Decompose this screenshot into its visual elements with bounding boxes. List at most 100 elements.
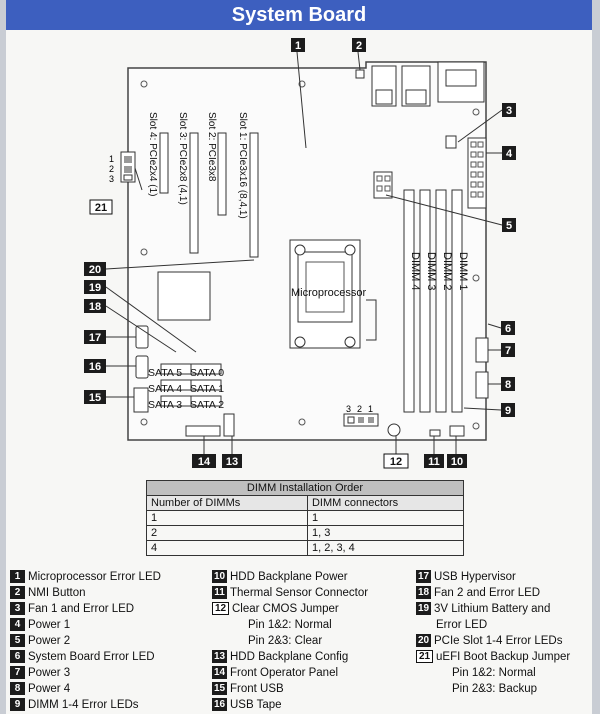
sata-5-label: SATA 5: [148, 367, 182, 379]
callout-1: 1: [291, 38, 305, 52]
callout-17: 17: [84, 330, 106, 344]
power-3-connector: [475, 337, 489, 363]
callout-4: 4: [502, 146, 516, 160]
table-cell: 2: [146, 525, 308, 541]
callout-7: 7: [501, 343, 515, 357]
slot-1-label: Slot 1: PCIe3x16 (8,4,1): [237, 112, 248, 219]
svg-text:11: 11: [428, 456, 440, 468]
page-title: System Board: [6, 0, 592, 30]
table-cell: 1: [146, 510, 308, 526]
svg-text:18: 18: [89, 301, 101, 313]
system-board-diagram: Slot 4: PCIe2x4 (1) Slot 3: PCIe2x8 (4,1…: [84, 38, 516, 469]
fan-1-connector: [445, 135, 457, 149]
slot-3-label: Slot 3: PCIe2x8 (4,1): [177, 112, 188, 205]
sata-1-label: SATA 1: [190, 383, 224, 395]
callout-20: 20: [84, 262, 106, 276]
leader-lines: [105, 51, 503, 454]
callout-18: 18: [84, 299, 106, 313]
jumper12-pin1: 1: [368, 404, 373, 414]
svg-text:7: 7: [505, 345, 511, 357]
callout-14: 14: [192, 454, 216, 468]
svg-text:20: 20: [89, 264, 101, 276]
power-2-connector: [373, 171, 393, 199]
sata-4-label: SATA 4: [148, 383, 182, 395]
list-item: Pin 1&2: Normal: [248, 619, 332, 631]
svg-text:1: 1: [295, 40, 301, 52]
svg-text:16: 16: [89, 361, 101, 373]
svg-text:6: 6: [505, 323, 511, 335]
jumper21-pin2: 2: [109, 164, 114, 174]
callout-3: 3: [502, 103, 516, 117]
list-item: Pin 2&3: Clear: [248, 635, 323, 647]
dimm-2-label: DIMM 2: [441, 252, 453, 291]
callout-21: 21: [89, 199, 113, 215]
front-usb-connector: [133, 387, 149, 413]
jumper21-pin1: 1: [109, 154, 114, 164]
svg-text:19: 19: [89, 282, 101, 294]
dimm-table-header-connectors: DIMM connectors: [306, 495, 465, 511]
sata-connectors: [160, 363, 222, 407]
callout-5: 5: [502, 218, 516, 232]
table-cell: 4: [146, 540, 308, 556]
power-4-connector: [467, 137, 487, 209]
list-item: Pin 2&3: Backup: [452, 683, 538, 695]
table-cell: 1, 2, 3, 4: [306, 540, 465, 556]
nmi-button: [355, 69, 365, 79]
hdd-backplane-power-connector: [449, 425, 465, 437]
callout-10: 10: [447, 454, 467, 468]
usb-tape-port: [135, 355, 149, 379]
jumper12-pin3: 3: [346, 404, 351, 414]
dimm-table-header-count: Number of DIMMs: [146, 495, 308, 511]
list-item: Error LED: [436, 619, 488, 631]
callout-11: 11: [424, 454, 444, 468]
svg-text:13: 13: [226, 456, 238, 468]
callout-12: 12: [383, 453, 409, 469]
callout-2: 2: [352, 38, 366, 52]
callout-16: 16: [84, 359, 106, 373]
table-cell: 1, 3: [306, 525, 465, 541]
power-4b-connector: [475, 371, 489, 399]
svg-text:9: 9: [505, 405, 511, 417]
jumper12-pin2: 2: [357, 404, 362, 414]
slot-2-label: Slot 2: PCIe3x8: [206, 112, 217, 182]
sata-0-label: SATA 0: [190, 367, 224, 379]
uefi-backup-jumper: 1 2 3: [109, 151, 143, 191]
thermal-sensor-connector: [429, 429, 441, 437]
dimm-installation-table: DIMM Installation Order Number of DIMMs …: [146, 480, 465, 556]
callout-15: 15: [84, 390, 106, 404]
svg-text:5: 5: [506, 220, 512, 232]
microprocessor-label: Microprocessor: [291, 287, 367, 299]
dimm-slots: [403, 189, 463, 413]
table-row: 4 1, 2, 3, 4: [146, 540, 465, 556]
clear-cmos-jumper: 3 2 1: [343, 404, 401, 437]
table-row: 2 1, 3: [146, 525, 465, 541]
dimm-table-title: DIMM Installation Order: [146, 480, 464, 496]
svg-text:12: 12: [390, 456, 402, 468]
callout-6: 6: [501, 321, 515, 335]
sata-3-label: SATA 3: [148, 399, 182, 411]
svg-text:10: 10: [451, 456, 463, 468]
dimm-3-label: DIMM 3: [425, 252, 437, 291]
slot-4-label: Slot 4: PCIe2x4 (1): [147, 112, 158, 196]
callout-markers: 1 2 3 4 5 6 7 8 9 10 11 12 13 14 15 16 1…: [84, 38, 516, 469]
svg-text:21: 21: [95, 202, 107, 214]
table-cell: 1: [306, 510, 465, 526]
list-item: Pin 1&2: Normal: [452, 667, 536, 679]
